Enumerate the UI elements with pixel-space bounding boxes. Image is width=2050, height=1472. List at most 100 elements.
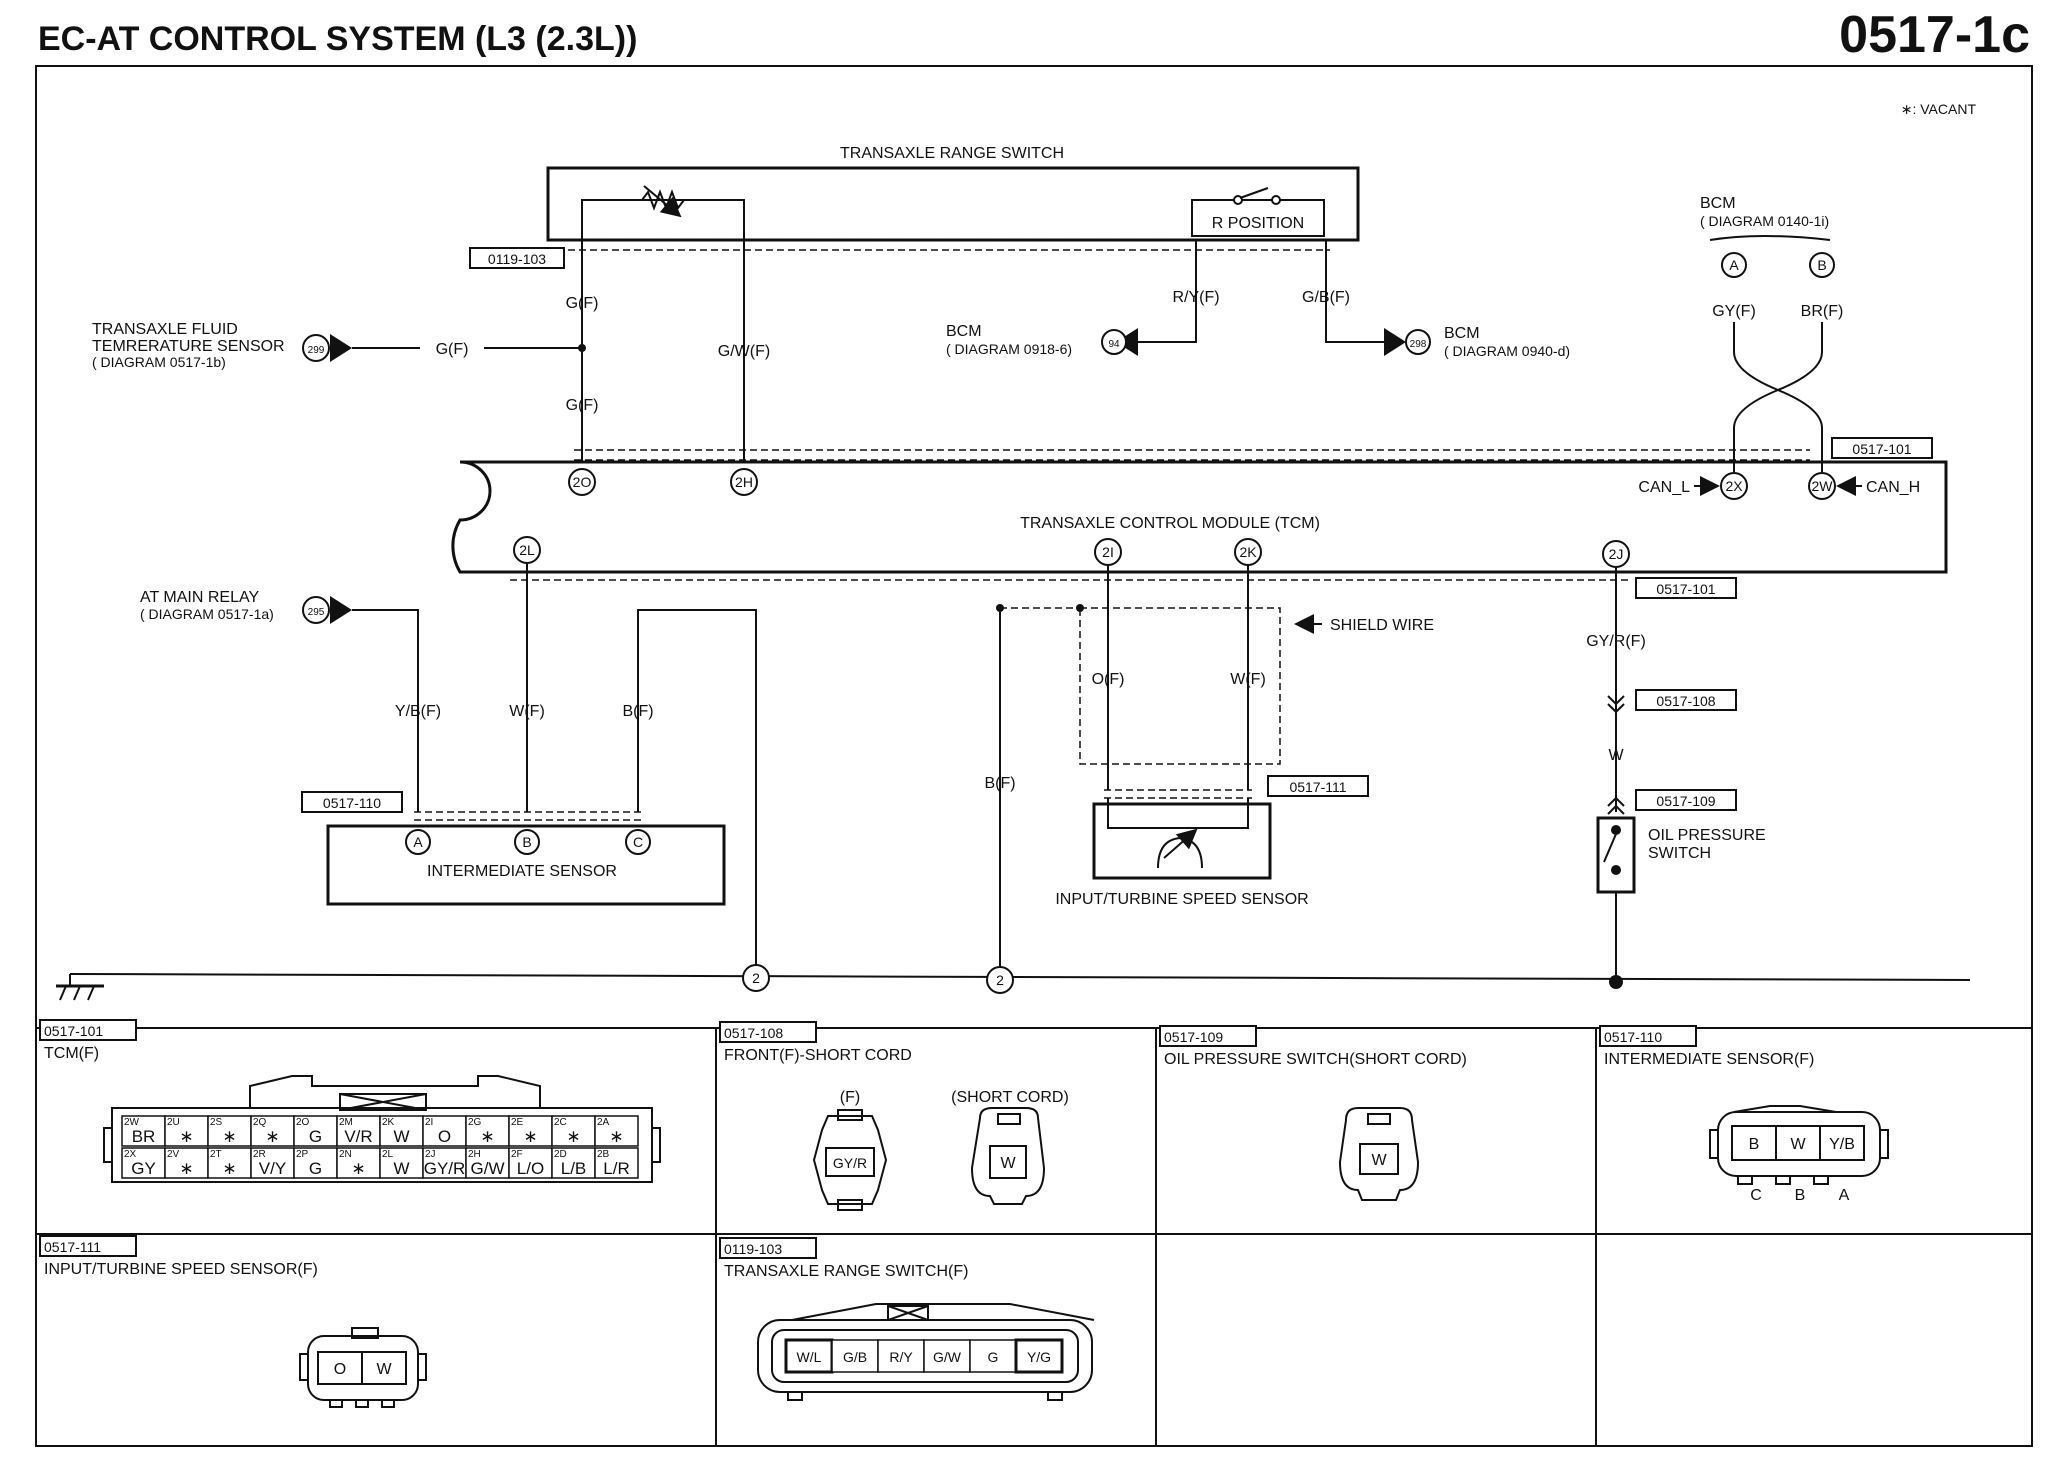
pin-cell — [825, 1147, 875, 1177]
pin-circle — [1720, 472, 1748, 500]
pin-cell — [1775, 1125, 1821, 1161]
tcm-pin-wire: G/W — [471, 1159, 505, 1178]
tcm-connector-latch — [249, 1075, 541, 1108]
tcm-pin-id: 2F — [511, 1149, 523, 1160]
r-position-box — [1191, 199, 1325, 237]
connector-shape — [812, 1115, 888, 1205]
pin-text: Y/G — [1027, 1349, 1051, 1365]
tcm-pin-wire: ∗ — [222, 1159, 236, 1178]
switch-blade-icon — [1603, 833, 1617, 863]
connector-shape — [1338, 1107, 1420, 1201]
pin-cell — [877, 1339, 925, 1373]
wire-label-gf: G(F) — [436, 341, 469, 358]
pin-text: W/L — [797, 1349, 822, 1365]
turbine-sensor-label: INPUT/TURBINE SPEED SENSOR — [1055, 891, 1308, 908]
connector-latch — [1733, 1105, 1837, 1113]
vacant-note: ∗: VACANT — [1901, 101, 1977, 117]
ref-number: 295 — [308, 607, 325, 618]
panel-sub-label: (SHORT CORD) — [951, 1089, 1069, 1106]
panel-name: TRANSAXLE RANGE SWITCH(F) — [724, 1263, 968, 1280]
switch-contact-icon — [1271, 195, 1281, 205]
tcm-pin-id: 2K — [382, 1117, 395, 1128]
relay-label: AT MAIN RELAY — [140, 589, 259, 606]
pin-text: W — [1000, 1155, 1016, 1172]
pin-label: 2K — [1239, 544, 1257, 560]
tcm-connector-side — [103, 1127, 113, 1163]
pin-label: 2L — [519, 542, 535, 558]
connector-latch — [997, 1113, 1021, 1125]
tcm-pin-cell — [508, 1115, 553, 1147]
pin-cell — [923, 1339, 971, 1373]
panel-sub-label: (F) — [840, 1089, 860, 1106]
pin-position-label: A — [1839, 1187, 1850, 1204]
tcm-pin-id: 2U — [167, 1117, 180, 1128]
range-switch-label: TRANSAXLE RANGE SWITCH — [840, 145, 1064, 162]
pin-cell — [831, 1339, 879, 1373]
pin-cell — [989, 1145, 1027, 1179]
connector-tag-text: 0517-111 — [1289, 779, 1346, 795]
tcm-pin-id: 2A — [597, 1117, 610, 1128]
wire-label-ybf: Y/B(F) — [395, 703, 441, 720]
tcm-pin-id: 2V — [167, 1149, 180, 1160]
connector-side — [417, 1353, 427, 1381]
tcm-pin-cell — [164, 1115, 209, 1147]
pin-circle — [514, 829, 540, 855]
pin-position-label: B — [1795, 1187, 1806, 1204]
panel-code: 0517-109 — [1164, 1029, 1223, 1045]
tcm-pin-wire: ∗ — [480, 1127, 494, 1146]
tcm-pin-grid: 2WBR2U∗2S∗2Q∗2OG2MV/R2KW2IO2G∗2E∗2C∗2A∗2… — [121, 1115, 639, 1179]
wire-yb — [352, 609, 419, 812]
tcm-pin-id: 2R — [253, 1149, 266, 1160]
connector-tag-text: 0119-103 — [488, 251, 546, 267]
turbine-speed-sensor: INPUT/TURBINE SPEED SENSOR — [1055, 798, 1309, 908]
fluid-temp-label: ( DIAGRAM 0517-1b) — [92, 354, 226, 370]
tcm-pin-id: 2L — [382, 1149, 394, 1160]
connector-tag-text: 0517-110 — [323, 795, 381, 811]
pin-text: O — [334, 1361, 346, 1378]
connector-inner — [771, 1329, 1079, 1383]
pin-label: C — [633, 834, 643, 850]
tcm-pin-id: 2B — [597, 1149, 610, 1160]
sensor-coil-icon — [1157, 836, 1203, 869]
transaxle-range-switch: TRANSAXLE RANGE SWITCH R POSITION — [546, 145, 1360, 246]
wire-label-wf: W(F) — [1230, 671, 1266, 688]
tcm-label: TRANSAXLE CONTROL MODULE (TCM) — [1020, 515, 1320, 532]
tcm-pin-cell — [250, 1115, 295, 1147]
pin-text: G/W — [933, 1349, 962, 1365]
shield-label: SHIELD WIRE — [1330, 617, 1434, 634]
tcm-pin-wire: ∗ — [609, 1127, 623, 1146]
tcm-pin-wire: ∗ — [222, 1127, 236, 1146]
connector-foot — [1813, 1175, 1829, 1185]
page-code: 0517-1c — [1839, 6, 2030, 64]
connector-latch — [837, 1199, 863, 1211]
ground-ref-circle — [742, 964, 770, 992]
ground-ref-circle — [986, 966, 1014, 994]
panel-code: 0517-110 — [1604, 1029, 1662, 1045]
tcm-pin-id: 2N — [339, 1149, 352, 1160]
pin-label: A — [1729, 257, 1739, 273]
tcm-pin-id: 2C — [554, 1117, 567, 1128]
panel-tcm-connector: 0517-101 TCM(F) 2WBR2U∗2S∗2Q∗2OG2MV/R2KW… — [39, 1019, 661, 1183]
pin-circle — [1808, 472, 1836, 500]
switch-contact-icon — [1611, 865, 1621, 875]
connector-tag-text: 0517-101 — [1656, 581, 1715, 597]
sensor-arrow-icon — [1163, 828, 1198, 859]
connector-foot — [1737, 1175, 1753, 1185]
pin-label: B — [522, 834, 531, 850]
fluid-temp-label: TRANSAXLE FLUID — [92, 321, 238, 338]
ref-arrow-icon — [330, 596, 352, 624]
bcm-label: ( DIAGRAM 0140-1i) — [1700, 213, 1829, 229]
bcm-label: ( DIAGRAM 0918-6) — [946, 341, 1072, 357]
panel-name: TCM(F) — [44, 1045, 99, 1062]
ground-ref-label: 2 — [996, 972, 1004, 988]
connector-shape — [970, 1107, 1046, 1205]
r-position-label: R POSITION — [1212, 215, 1304, 232]
pin-cell — [317, 1351, 363, 1385]
tcm-pin-wire: ∗ — [566, 1127, 580, 1146]
wire-b — [637, 609, 757, 980]
pin-circle — [1809, 252, 1835, 278]
tcm-pin-id: 2G — [468, 1117, 482, 1128]
